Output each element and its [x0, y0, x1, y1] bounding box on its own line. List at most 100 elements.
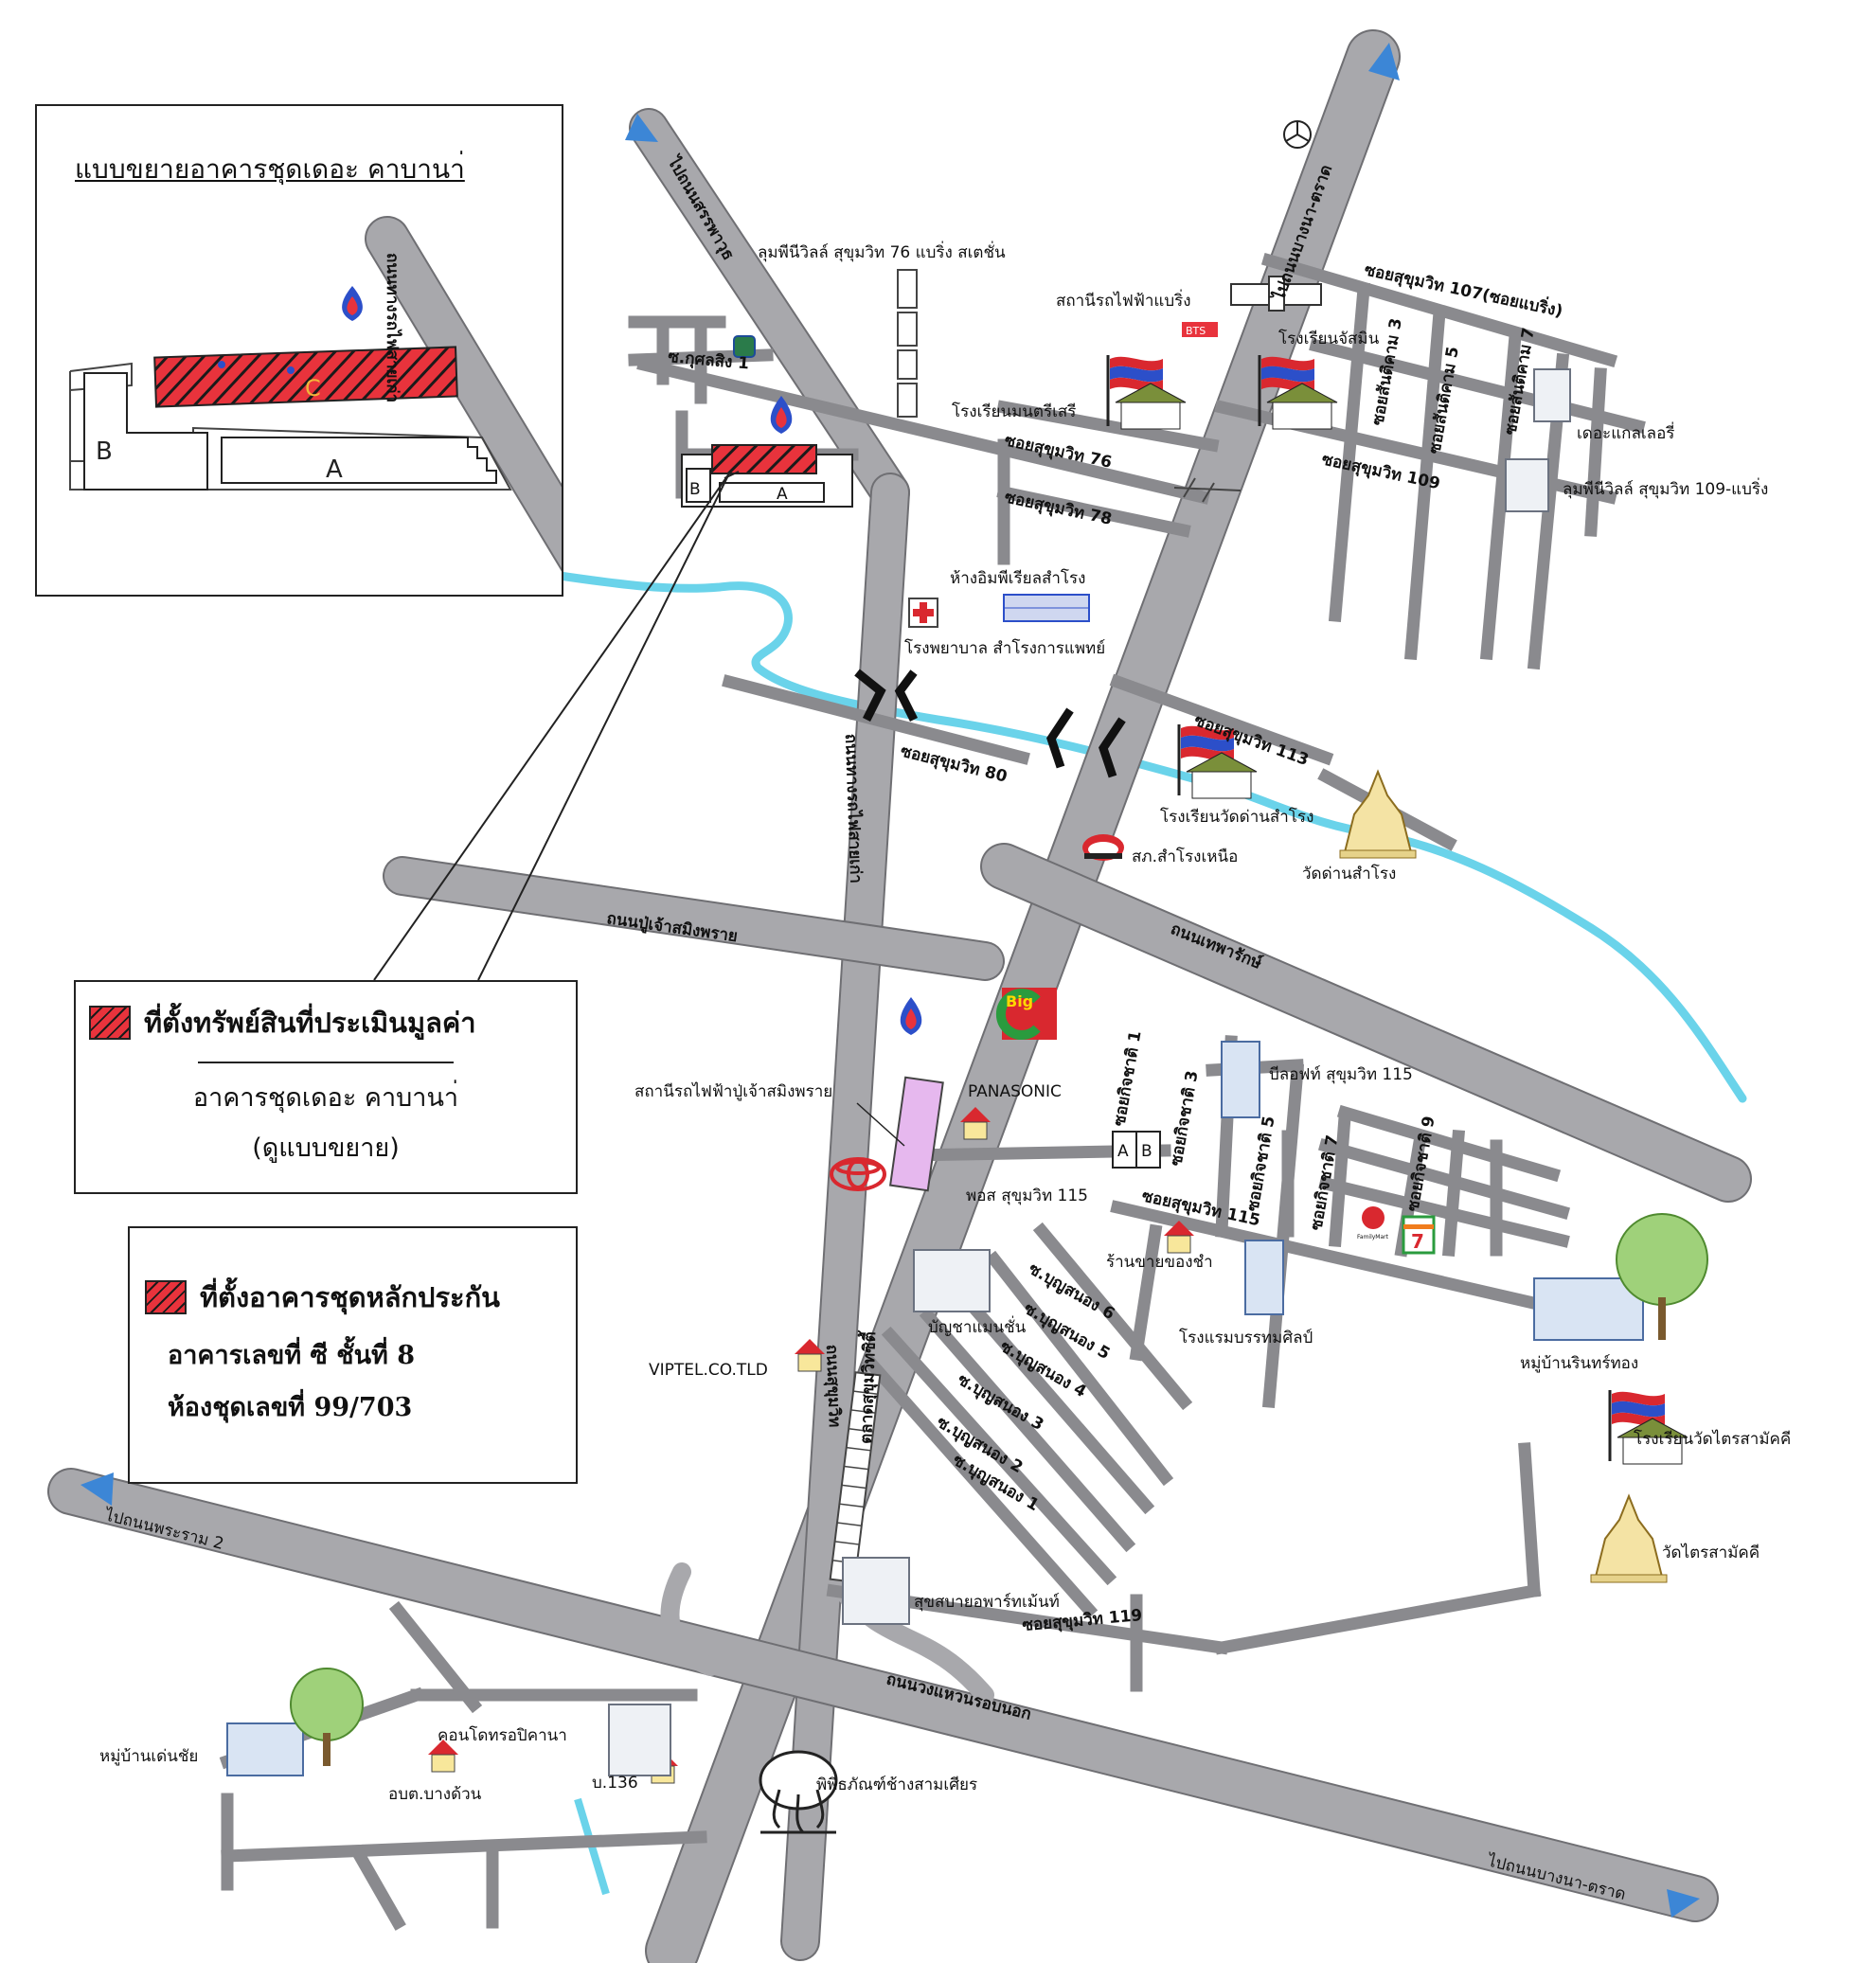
- label-banchamen: บัญชาแมนชั่น: [928, 1315, 1027, 1337]
- gas-pump-icon: [733, 335, 756, 358]
- inset-label-b: B: [96, 437, 113, 466]
- label-sukhumvit: ถนนสุขุมวิท: [822, 1344, 844, 1427]
- station-leader: [856, 1102, 905, 1147]
- apartment-building-icon: [226, 368, 1644, 1776]
- arrow-up-right-icon: [1368, 43, 1400, 80]
- label-to-samrong: ไปถนนสรรพาวุธ: [663, 152, 739, 263]
- label-wat-dan-school: โรงเรียนวัดด่านสำโรง: [1160, 807, 1313, 827]
- toyota-logo-icon: [830, 1157, 886, 1191]
- label-montri-school: โรงเรียนมนตรีเสรี: [952, 402, 1076, 421]
- label-b136: บ.136: [592, 1774, 638, 1793]
- house-icon: [428, 1740, 458, 1773]
- tree-icon: [290, 1668, 364, 1766]
- house-icon: [795, 1339, 825, 1372]
- mini-building-a: A: [777, 485, 788, 504]
- family-mart-label: FamilyMart: [1357, 1234, 1389, 1240]
- inset-building-a: [221, 437, 497, 484]
- bts-puchao-station: [888, 1076, 944, 1192]
- legend-collateral-row: ที่ตั้งอาคารชุดหลักประกัน: [145, 1276, 561, 1319]
- seven-label: 7: [1411, 1230, 1424, 1253]
- label-jasmine-school: โรงเรียนจัสมิน: [1278, 329, 1380, 348]
- temple-icon: [1339, 769, 1417, 859]
- label-soi-kit3: ซอยกิจชาติ 3: [1167, 1069, 1202, 1168]
- seven-eleven-logo-icon: 7: [1402, 1215, 1436, 1255]
- label-obt: อบต.บางด้วน: [388, 1785, 482, 1804]
- label-museum: พิพิธภัณฑ์ช้างสามเศียร: [816, 1776, 977, 1794]
- canal: [535, 568, 1747, 1103]
- bts-station-icon: BTS: [1182, 276, 1322, 337]
- inset-map: แบบขยายอาคารชุดเดอะ คาบานา่ B A C ถนนทาง…: [35, 104, 563, 597]
- school-flag-icon: [1258, 355, 1338, 430]
- inset-drawing: B A C ถนนทางรถไฟสายเก่า: [69, 216, 562, 572]
- ptt-gas-station-icon: [770, 396, 793, 434]
- ptt-gas-station-icon: [342, 286, 363, 321]
- legend-collateral-line1: อาคารเลขที่ ซี ชั้นที่ 8: [168, 1341, 416, 1370]
- legend-collateral-line2: ห้องชุดเลขที่ 99/703: [168, 1393, 413, 1422]
- big-c-label: Big: [1006, 992, 1033, 1010]
- legend-subject-line2: (ดูแบบขยาย): [252, 1133, 400, 1163]
- label-the-gallery: เดอะแกลเลอรี่: [1577, 421, 1674, 443]
- leader-lines: [373, 471, 740, 981]
- family-mart-logo-icon: FamilyMart: [1357, 1206, 1389, 1240]
- label-hotel: โรงแรมบรรทมศิลป์: [1179, 1328, 1313, 1347]
- label-village-den: หมู่บ้านเด่นชัย: [99, 1747, 198, 1766]
- arrow-left-icon: [80, 1472, 114, 1506]
- ab-building: A B: [1112, 1131, 1161, 1169]
- bts-logo: BTS: [1186, 325, 1206, 337]
- legend-collateral-title: ที่ตั้งอาคารชุดหลักประกัน: [200, 1281, 500, 1313]
- big-c-logo-icon: Big: [995, 988, 1057, 1040]
- hatch-swatch: [89, 1006, 131, 1040]
- label-wat-trai: วัดไตรสามัคคี: [1662, 1543, 1760, 1562]
- elephant-icon: [759, 1750, 838, 1834]
- legend-subject: ที่ตั้งทรัพย์สินที่ประเมินมูลค่า อาคารชุ…: [74, 980, 578, 1194]
- place-labels: ลุมพีนีวิลล์ สุขุมวิท 76 แบริ่ง สเตชั่น …: [99, 241, 1791, 1804]
- ptt-gas-station-icon: [900, 997, 922, 1035]
- arrow-up-left-icon: [625, 114, 658, 142]
- inset-building-b: [83, 372, 208, 491]
- inset-title: แบบขยายอาคารชุดเดอะ คาบานา่: [75, 153, 465, 185]
- ab-a-label: A: [1117, 1142, 1129, 1161]
- label-police: สภ.สำโรงเหนือ: [1132, 847, 1238, 866]
- lumpini76-blocks: [897, 269, 918, 418]
- direction-arrows: [80, 43, 1700, 1918]
- inset-building-c: [153, 346, 458, 408]
- ab-b-label: B: [1141, 1142, 1152, 1161]
- house-icon: [960, 1107, 991, 1140]
- tree-icon: [1616, 1213, 1708, 1340]
- label-hospital: โรงพยาบาล สำโรงการแพทย์: [904, 638, 1105, 658]
- mini-building-b: B: [689, 480, 701, 499]
- bridge-markers: [854, 669, 1126, 778]
- label-puchao-station: สถานีรถไฟฟ้าปู่เจ้าสมิงพราย: [634, 1081, 832, 1101]
- legend-subject-title: ที่ตั้งทรัพย์สินที่ประเมินมูลค่า: [144, 1007, 476, 1039]
- label-soi78: ซอยสุขุมวิท 78: [1003, 488, 1114, 529]
- label-lumpini76: ลุมพีนีวิลล์ สุขุมวิท 76 แบริ่ง สเตชั่น: [758, 241, 1006, 262]
- label-soi-kit1: ซอยกิจชาติ 1: [1110, 1029, 1145, 1128]
- temple-icon: [1590, 1493, 1668, 1583]
- subject-property-mini: B A: [681, 444, 853, 508]
- label-wat-trai-school: โรงเรียนวัดไตรสามัคคี: [1634, 1429, 1791, 1449]
- police-car-icon: [1082, 834, 1124, 861]
- arrow-right-icon: [1667, 1889, 1700, 1918]
- mercedes-logo-icon: [1283, 120, 1312, 149]
- label-pos: พอส สุขุมวิท 115: [966, 1187, 1088, 1205]
- legend-subject-line1: อาคารชุดเดอะ คาบานา่: [192, 1083, 459, 1113]
- label-panasonic: PANASONIC: [968, 1082, 1062, 1101]
- label-lumpini109: ลุมพีนีวิลล์ สุขุมวิท 109-แบริ่ง: [1563, 477, 1768, 499]
- major-roads: [47, 29, 1752, 1963]
- label-condo-pikana: คอนโดทรอปิคานา: [438, 1725, 567, 1745]
- rail-crossing-icon: [1173, 477, 1242, 503]
- label-imperial: ห้างอิมพีเรียลสำโรง: [950, 568, 1085, 588]
- legend-subject-row: ที่ตั้งทรัพย์สินที่ประเมินมูลค่า: [89, 1001, 563, 1044]
- label-village-rin: หมู่บ้านรินทร์ทอง: [1520, 1354, 1638, 1373]
- inset-label-a: A: [326, 455, 343, 484]
- label-soi-kit5: ซอยกิจชาติ 5: [1243, 1115, 1278, 1213]
- label-bearing-station: สถานีรถไฟฟ้าแบริ่ง: [1056, 289, 1191, 311]
- hospital-cross-icon: [908, 598, 938, 628]
- school-flag-icon: [1106, 355, 1187, 430]
- label-sukhsabai: สุขสบายอพาร์ทเม้นท์: [914, 1593, 1060, 1612]
- label-shop: ร้านขายของชำ: [1106, 1253, 1213, 1272]
- legend-collateral: ที่ตั้งอาคารชุดหลักประกัน อาคารเลขที่ ซี…: [128, 1226, 578, 1484]
- house-icon: [1164, 1221, 1194, 1254]
- shopping-mall-icon: [1003, 594, 1090, 622]
